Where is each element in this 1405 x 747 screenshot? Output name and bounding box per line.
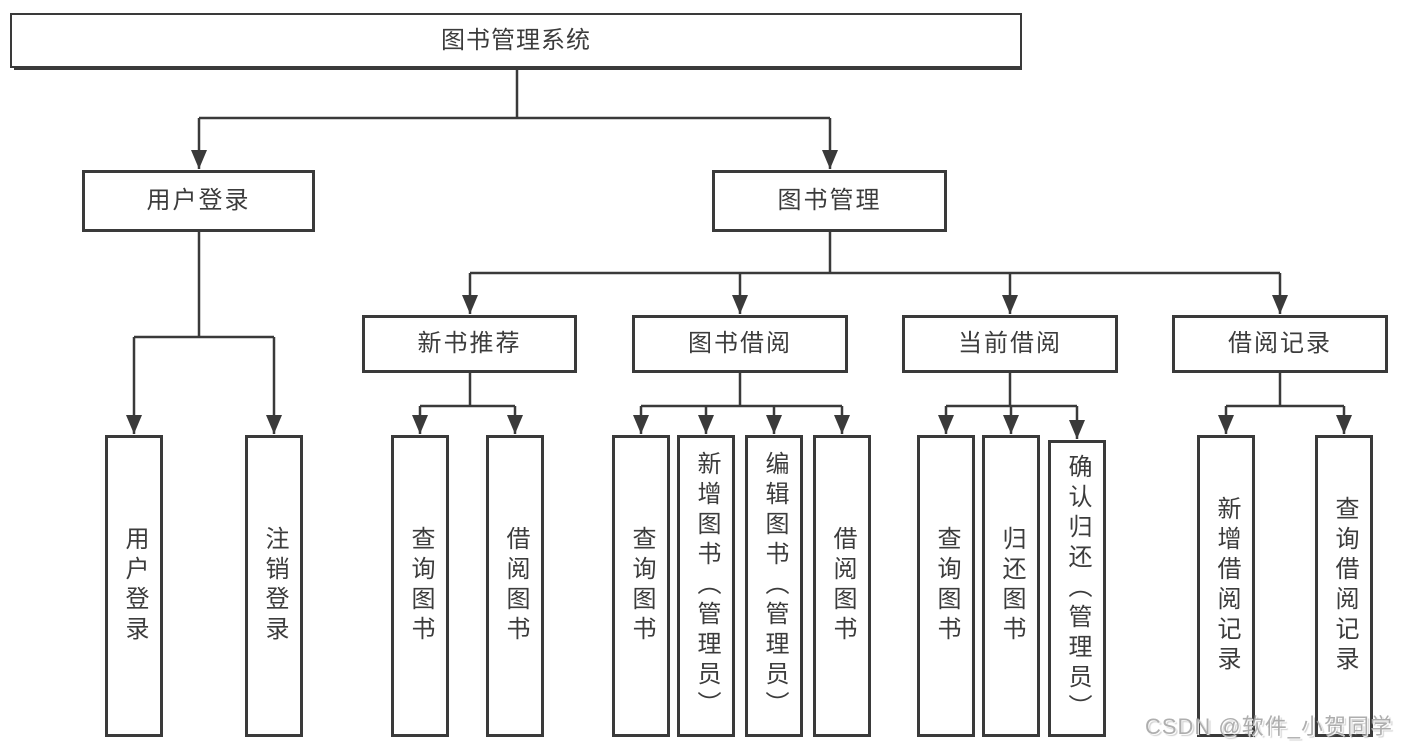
leaf-add-borrow-record: 新增借阅记录 — [1197, 435, 1255, 737]
leaf-logout: 注销登录 — [245, 435, 303, 737]
leaf-borrow-book-2: 借阅图书 — [813, 435, 871, 737]
csdn-watermark: CSDN @软件_小贺同学 — [1144, 714, 1393, 739]
trunk-group-1 — [420, 373, 515, 408]
leaf-query-borrow-record: 查询借阅记录 — [1315, 435, 1373, 737]
trunk-group-4 — [1226, 373, 1344, 408]
node-book-borrow: 图书借阅 — [632, 315, 848, 373]
trunk-group-2 — [641, 373, 842, 408]
trunk-user-login — [134, 232, 274, 339]
node-borrow-records: 借阅记录 — [1172, 315, 1388, 373]
leaf-edit-book-admin: 编辑图书（管理员） — [745, 435, 803, 737]
leaf-add-book-admin: 新增图书（管理员） — [677, 435, 735, 737]
leaf-query-book-1: 查询图书 — [391, 435, 449, 737]
leaf-query-book-2: 查询图书 — [612, 435, 670, 737]
leaf-query-book-3: 查询图书 — [917, 435, 975, 737]
node-new-book-recommend: 新书推荐 — [362, 315, 577, 373]
node-book-mgmt: 图书管理 — [712, 170, 947, 232]
trunk-root — [199, 68, 830, 120]
node-root: 图书管理系统 — [10, 13, 1022, 68]
leaf-user-login: 用户登录 — [105, 435, 163, 737]
leaf-borrow-book-1: 借阅图书 — [486, 435, 544, 737]
trunk-book-mgmt — [470, 232, 1280, 275]
node-user-login: 用户登录 — [82, 170, 315, 232]
leaf-return-book: 归还图书 — [982, 435, 1040, 737]
node-current-borrow: 当前借阅 — [902, 315, 1118, 373]
leaf-confirm-return-admin: 确认归还（管理员） — [1048, 440, 1106, 737]
trunk-group-3 — [946, 373, 1077, 408]
